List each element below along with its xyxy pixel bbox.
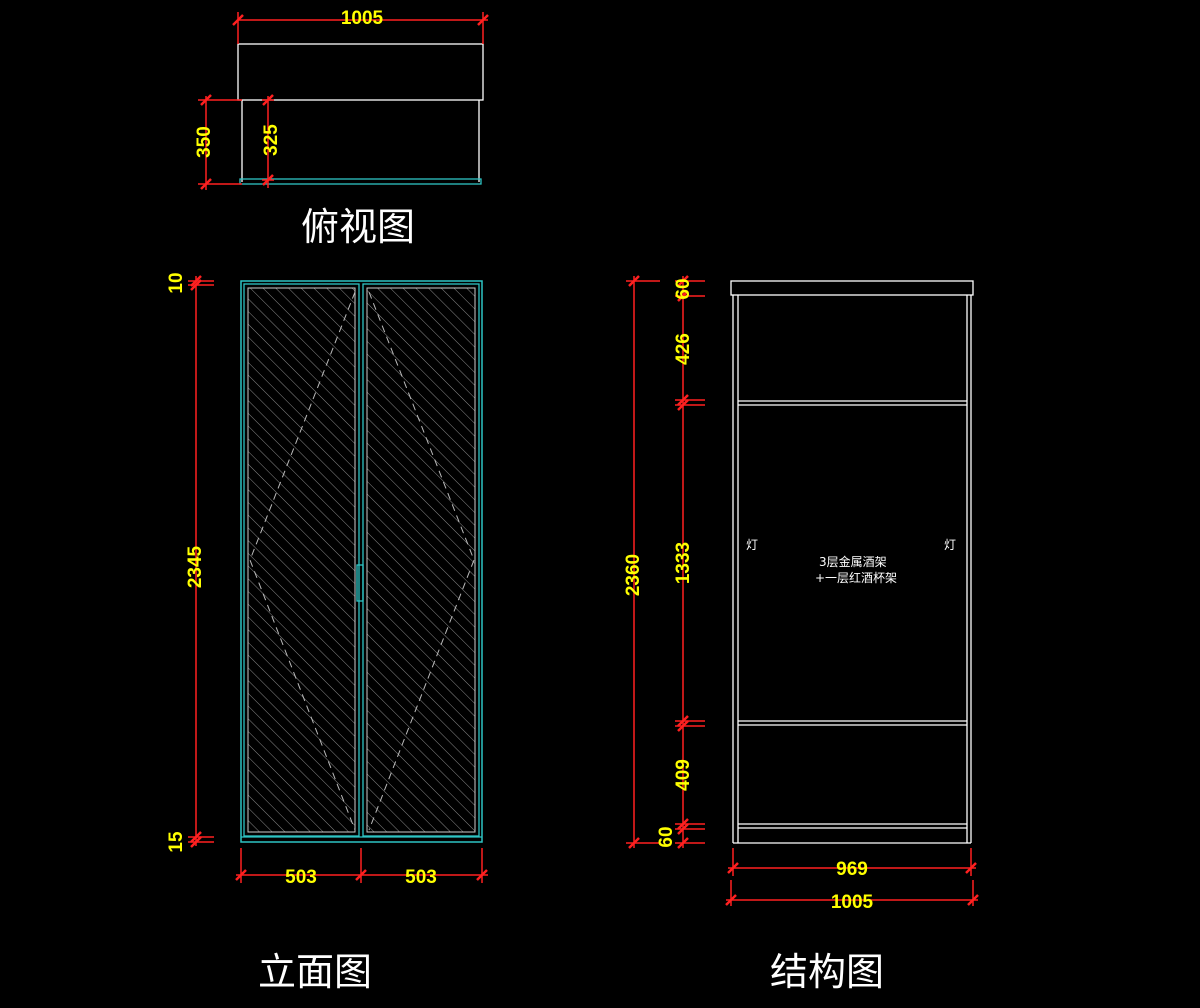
dim-structure-top-section-label: 426 <box>673 333 694 365</box>
dim-structure-total-height <box>626 275 660 849</box>
dim-structure-inner-width-label: 969 <box>836 859 868 880</box>
structure-shelves <box>738 400 967 829</box>
dim-structure-widths <box>725 848 979 906</box>
top-view: 1005 350 325 俯视图 <box>194 8 489 249</box>
structure-view: 灯 灯 3层金属酒架 +一层红酒杯架 2360 <box>623 275 979 994</box>
left-door <box>243 283 360 837</box>
dim-top-depth-outer <box>198 94 242 190</box>
elevation-outer-frame <box>240 280 483 843</box>
right-door-glass-hatch <box>366 287 476 833</box>
top-view-outline <box>237 43 484 182</box>
dim-top-depth-inner <box>262 94 274 188</box>
door-handle <box>356 564 364 602</box>
dim-top-width-label: 1005 <box>341 8 384 29</box>
dim-elevation-top-gap-label: 10 <box>166 272 187 293</box>
left-door-glass-hatch <box>247 287 356 833</box>
structure-view-title: 结构图 <box>770 950 884 994</box>
dim-structure-bottom-section-label: 409 <box>673 759 694 791</box>
elevation-view: 10 2345 15 503 503 立面图 <box>166 272 488 994</box>
dim-structure-middle-section-label: 1333 <box>673 542 694 584</box>
dim-left-door-width-label: 503 <box>285 867 317 888</box>
rack-note-line2: +一层红酒杯架 <box>815 570 897 585</box>
dim-top-depth-inner-label: 325 <box>261 124 282 156</box>
dim-structure-sections <box>675 275 705 849</box>
elevation-view-title: 立面图 <box>258 950 372 994</box>
structure-carcass <box>730 280 974 844</box>
left-door-swing-line <box>249 291 356 831</box>
right-door-swing-line <box>368 291 475 831</box>
dim-elevation-widths <box>235 848 488 883</box>
dim-elevation-height-label: 2345 <box>185 545 206 588</box>
dim-elevation-bottom-gap-label: 15 <box>166 831 187 853</box>
light-left-label: 灯 <box>746 538 758 552</box>
right-door <box>362 283 480 837</box>
dim-structure-total-height-label: 2360 <box>623 554 644 596</box>
rack-note-line1: 3层金属酒架 <box>819 554 887 569</box>
light-right-label: 灯 <box>944 538 956 552</box>
dim-structure-bottom-board-label: 60 <box>656 826 677 847</box>
top-view-door-line <box>239 178 482 185</box>
dim-structure-top-board-label: 60 <box>673 278 694 299</box>
dim-elevation-height <box>188 275 214 848</box>
dim-right-door-width-label: 503 <box>405 867 437 888</box>
dim-top-depth-outer-label: 350 <box>194 126 215 158</box>
dim-top-width <box>232 12 489 44</box>
top-view-title: 俯视图 <box>301 205 415 249</box>
dim-structure-outer-width-label: 1005 <box>831 892 874 913</box>
